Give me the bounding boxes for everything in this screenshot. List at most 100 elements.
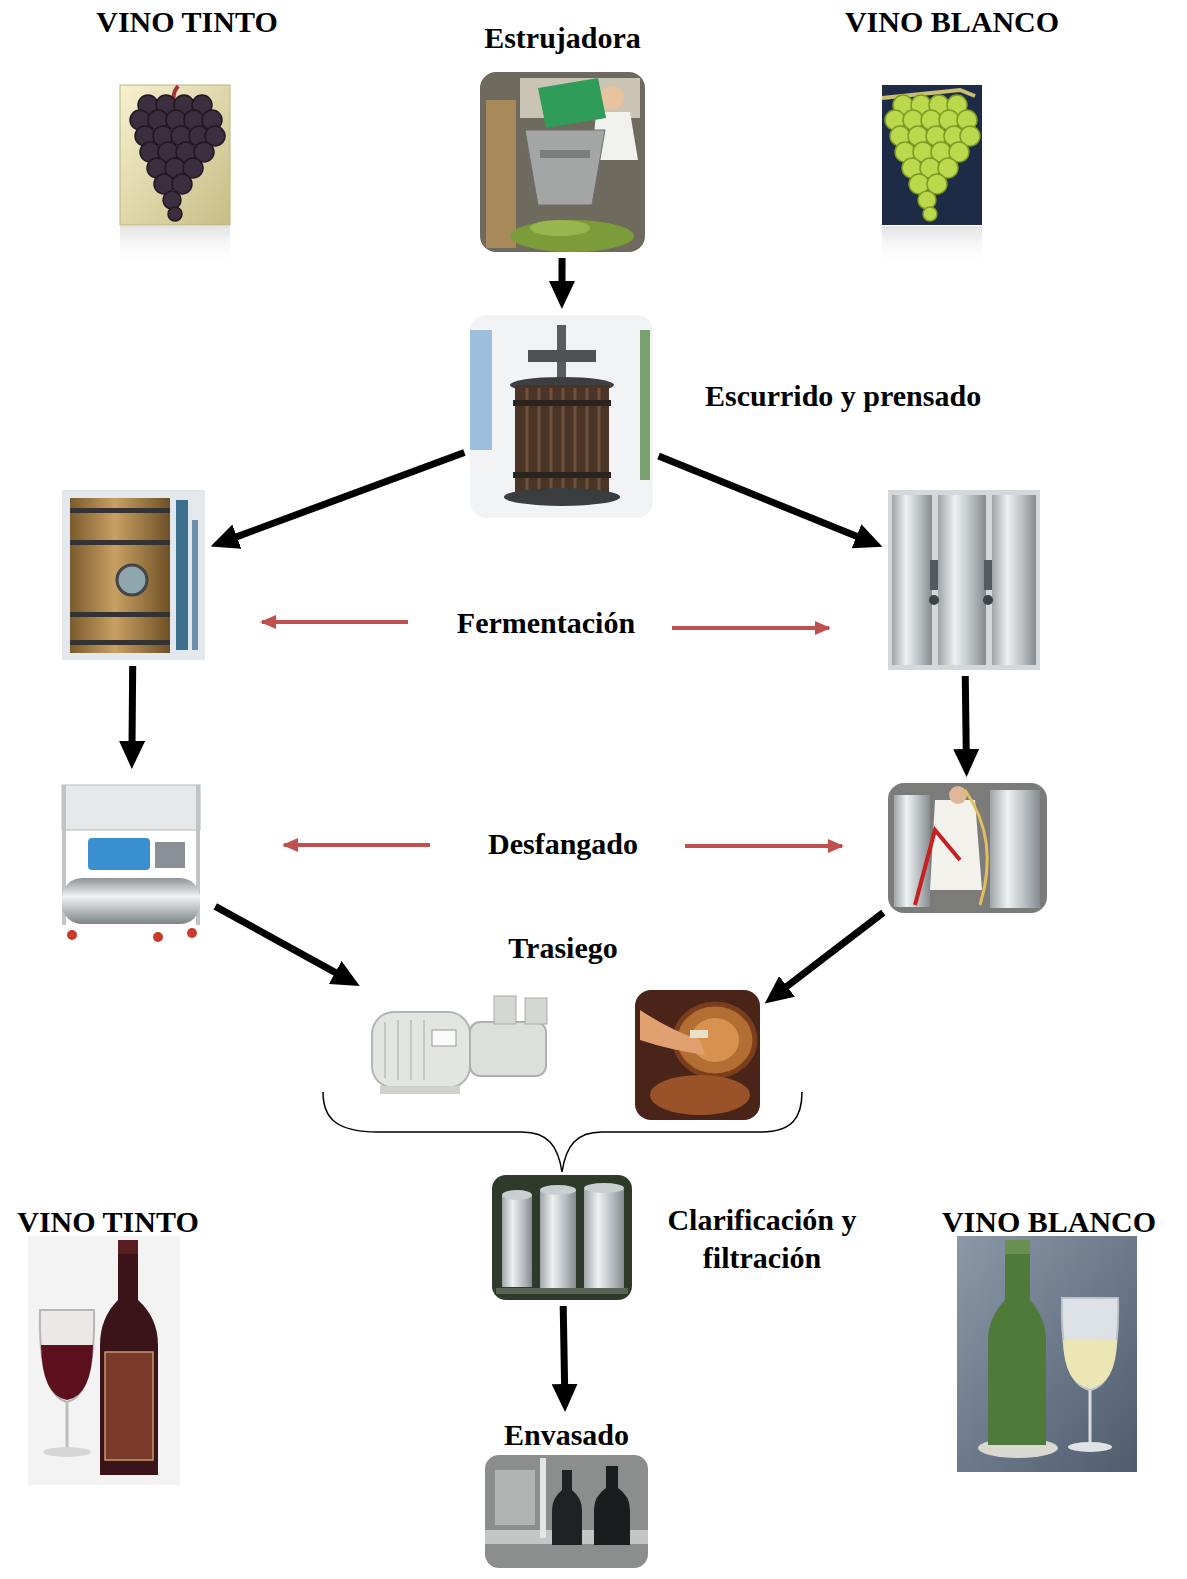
barrel-racking-photo [635, 990, 760, 1120]
crusher-photo [510, 220, 634, 252]
flow-arrow [558, 258, 565, 285]
pointer-arrow [672, 626, 829, 630]
white-grape-photo [882, 226, 982, 266]
red-wine-photo [41, 1345, 93, 1400]
clarification-tank-photo [496, 1288, 628, 1294]
pump-photo [384, 1022, 386, 1078]
bottling-photo [552, 1470, 582, 1545]
red-wine-photo [100, 1240, 158, 1475]
steel-tank-photo [892, 495, 932, 665]
barrel-racking-photo [635, 990, 760, 1120]
pump-photo [385, 1020, 424, 1080]
step-label: Clarificación y filtración [652, 1201, 872, 1277]
photo-step: Escurrido y prensado [470, 315, 653, 518]
wine-press-photo [470, 330, 492, 450]
photo-step [635, 990, 760, 1120]
pump-photo [410, 1020, 412, 1080]
photo-step: VINO TINTO [120, 5, 230, 225]
crusher-photo [486, 100, 516, 248]
flow-arrow [129, 666, 137, 745]
pointer-arrow [262, 620, 408, 624]
pump-photo [365, 988, 565, 1100]
cooling-unit-photo [153, 932, 163, 942]
wooden-vat-photo [70, 612, 170, 617]
cooling-unit-photo [52, 775, 210, 945]
wooden-vat-photo [62, 490, 205, 660]
step-heading: VINO BLANCO [942, 1205, 1156, 1239]
bottling-photo [594, 1466, 630, 1545]
white-grape-photo [882, 85, 982, 225]
wooden-vat-photo [70, 498, 170, 653]
red-wine-photo [28, 1236, 180, 1485]
cooling-unit-photo [155, 842, 185, 868]
white-wine-photo [1062, 1298, 1118, 1390]
wooden-vat-photo [70, 640, 170, 645]
racking-photo [888, 783, 1047, 913]
white-grape-photo [885, 95, 980, 221]
crusher-photo [538, 78, 606, 128]
wooden-vat-photo [192, 520, 198, 650]
racking-photo [930, 800, 982, 890]
label-holder: Envasado [504, 1418, 629, 1452]
pump-photo [380, 1086, 460, 1094]
photo-step: Clarificación y filtración [492, 1175, 632, 1300]
pointer-arrow [685, 844, 842, 848]
wooden-vat-photo [70, 540, 170, 545]
bottling-photo [495, 1470, 535, 1525]
pump-photo [397, 1020, 399, 1080]
photo-step [52, 775, 210, 945]
step-heading: VINO BLANCO [845, 5, 1059, 39]
racking-photo [888, 783, 1047, 913]
photo-step [888, 490, 1040, 670]
flow-arrow [215, 906, 338, 974]
barrel-racking-photo [650, 1075, 750, 1115]
step-heading: VINO TINTO [96, 5, 277, 39]
wine-press-photo [504, 488, 620, 506]
bottling-photo [485, 1455, 648, 1568]
label-holder: VINO TINTO [17, 1205, 198, 1239]
wine-press-photo [470, 315, 653, 518]
red-grape-photo [120, 85, 230, 225]
label-holder: Trasiego [508, 931, 617, 965]
label-holder: VINO BLANCO [942, 1205, 1156, 1239]
white-wine-photo [988, 1240, 1046, 1445]
red-wine-photo [40, 1310, 94, 1402]
steel-tank-photo [938, 495, 986, 665]
cooling-unit-photo [52, 775, 210, 945]
step-heading: VINO TINTO [17, 1205, 198, 1239]
red-wine-photo [118, 1240, 138, 1254]
bottling-photo [485, 1455, 648, 1568]
racking-photo [990, 790, 1040, 908]
clarification-tank-photo [584, 1183, 624, 1193]
stage-label: Trasiego [508, 931, 617, 965]
stage-label: Fermentación [457, 606, 635, 640]
steel-tank-photo [930, 560, 938, 590]
steel-tank-photo [992, 495, 1036, 665]
red-grape-photo [120, 226, 230, 266]
label-holder: Estrujadora [484, 21, 641, 55]
photo-step: VINO BLANCO [957, 1205, 1137, 1472]
pump-photo [432, 1030, 456, 1046]
crusher-photo [530, 220, 590, 236]
red-wine-photo [105, 1352, 153, 1460]
steel-tank-photo [888, 490, 1040, 670]
photo-step: VINO TINTO [28, 1205, 180, 1485]
white-wine-photo [957, 1236, 1137, 1472]
clarification-tank-photo [540, 1185, 576, 1195]
steel-tank-photo [929, 595, 939, 605]
label-holder: Fermentación [457, 606, 635, 640]
cooling-unit-photo [62, 878, 200, 924]
label-holder: VINO TINTO [96, 5, 277, 39]
white-wine-photo [957, 1236, 1137, 1472]
wine-press-photo [513, 472, 611, 478]
wine-press-photo [513, 400, 611, 406]
clarification-tank-photo [540, 1190, 576, 1288]
photo-step [365, 988, 565, 1100]
photo-step: VINO BLANCO [882, 5, 982, 225]
merge-brace [323, 1092, 802, 1172]
crusher-photo [525, 130, 605, 205]
red-wine-photo [28, 1236, 180, 1485]
